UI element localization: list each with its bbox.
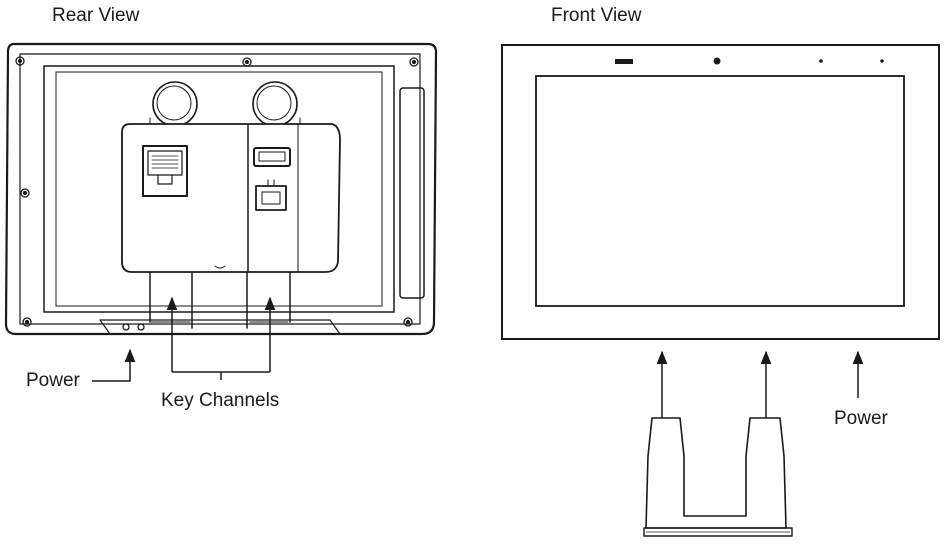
camera-icon: [713, 57, 721, 65]
rear-view-device: [4, 42, 438, 336]
sensor-bar-icon: [615, 59, 633, 64]
key-channels-label: Key Channels: [161, 390, 279, 411]
front-view-device: [501, 44, 940, 340]
key-channels-pointer: [166, 296, 276, 380]
front-view-title: Front View: [551, 5, 642, 26]
mount-bracket: [643, 417, 793, 537]
front-power-label: Power: [834, 408, 889, 429]
rear-view-title: Rear View: [52, 5, 140, 26]
rear-power-pointer: [92, 348, 136, 382]
front-arrows: [656, 350, 864, 418]
indicator-light-icon: [819, 59, 823, 63]
indicator-light-icon: [880, 59, 884, 63]
rear-power-label: Power: [26, 370, 81, 391]
